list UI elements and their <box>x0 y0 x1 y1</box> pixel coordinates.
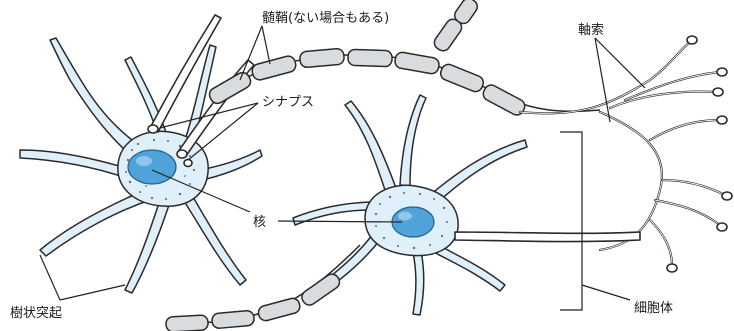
label-myelin-sheath: 髄鞘(ない場合もある) <box>262 11 389 26</box>
left-nucleus <box>128 150 176 184</box>
label-nucleus: 核 <box>253 215 266 230</box>
label-axon: 軸索 <box>578 23 604 38</box>
label-synapse: シナプス <box>262 95 314 110</box>
label-dendrite: 樹状突起 <box>10 305 62 321</box>
bottom-myelinated-axon <box>166 245 360 331</box>
left-neuron <box>20 38 262 293</box>
right-neuron <box>293 95 640 315</box>
label-cell-body: 細胞体 <box>634 301 673 316</box>
